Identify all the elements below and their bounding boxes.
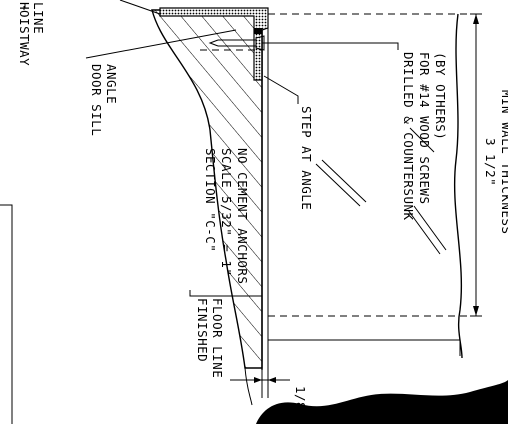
eighth-arrow-left (254, 377, 262, 383)
section-label: SECTION "C-C" SCALE 5/32" = 1" NO CEMENT… (203, 148, 250, 284)
section-line2: SCALE 5/32" = 1" (219, 148, 234, 276)
leader-top (119, 0, 161, 15)
finished-floor-leader (189, 290, 262, 297)
wall-dim-arrow-bottom (473, 306, 479, 316)
diag-2b (413, 205, 447, 251)
slab-edge (244, 367, 253, 406)
min-wall-line1: MIN WALL THICKNESS (499, 90, 508, 234)
wood-screw (208, 35, 265, 51)
wall-dim-arrow-top (473, 14, 479, 24)
step-leader (263, 75, 299, 104)
min-wall-line2: 3 1/2" (483, 138, 498, 186)
diag-3 (409, 127, 435, 153)
eighth-arrow-right (268, 377, 276, 383)
drilled-label: DRILLED & COUNTERSUNK FOR #14 WOOD SCREW… (401, 52, 448, 221)
finished-line2: FLOOR LINE (210, 298, 225, 378)
door-sill-label: DOOR SILL ANGLE (89, 64, 119, 136)
section-line3: NO CEMENT ANCHORS (235, 148, 250, 284)
step-at-angle-text: STEP AT ANGLE (299, 106, 314, 210)
wall-edge (453, 13, 463, 359)
border-bracket (0, 204, 13, 424)
step-at-angle-label: STEP AT ANGLE (299, 106, 314, 210)
angle-corner (254, 28, 262, 34)
door-sill-leader (85, 29, 237, 59)
break-symbol (256, 380, 508, 424)
min-wall-label: MIN WALL THICKNESS (499, 90, 508, 234)
drilled-line1: DRILLED & COUNTERSUNK (401, 52, 416, 221)
drilled-line3: (BY OTHERS) (433, 52, 448, 140)
drilled-line2: FOR #14 WOOD SCREWS (417, 52, 432, 205)
break-line (299, 395, 508, 424)
diag-1a (315, 163, 361, 207)
min-wall-dim-text: 3 1/2" (483, 138, 498, 186)
hoistway-label-line1: HOISTWAY (17, 2, 32, 66)
floor-trim (268, 339, 461, 356)
door-sill-line2: ANGLE (104, 64, 119, 104)
diag-2a (407, 209, 441, 255)
finished-floor-label: FINISHED FLOOR LINE (195, 298, 225, 378)
section-line1: SECTION "C-C" (203, 148, 218, 252)
drilled-leader (262, 42, 399, 50)
hoistway-line-label: HOISTWAY LINE (17, 2, 46, 66)
door-sill-line1: DOOR SILL (89, 64, 104, 136)
floor-slab (151, 9, 263, 369)
finished-line1: FINISHED (195, 298, 210, 362)
hoistway-label-line2: LINE (31, 2, 46, 34)
diag-1b (321, 159, 367, 203)
